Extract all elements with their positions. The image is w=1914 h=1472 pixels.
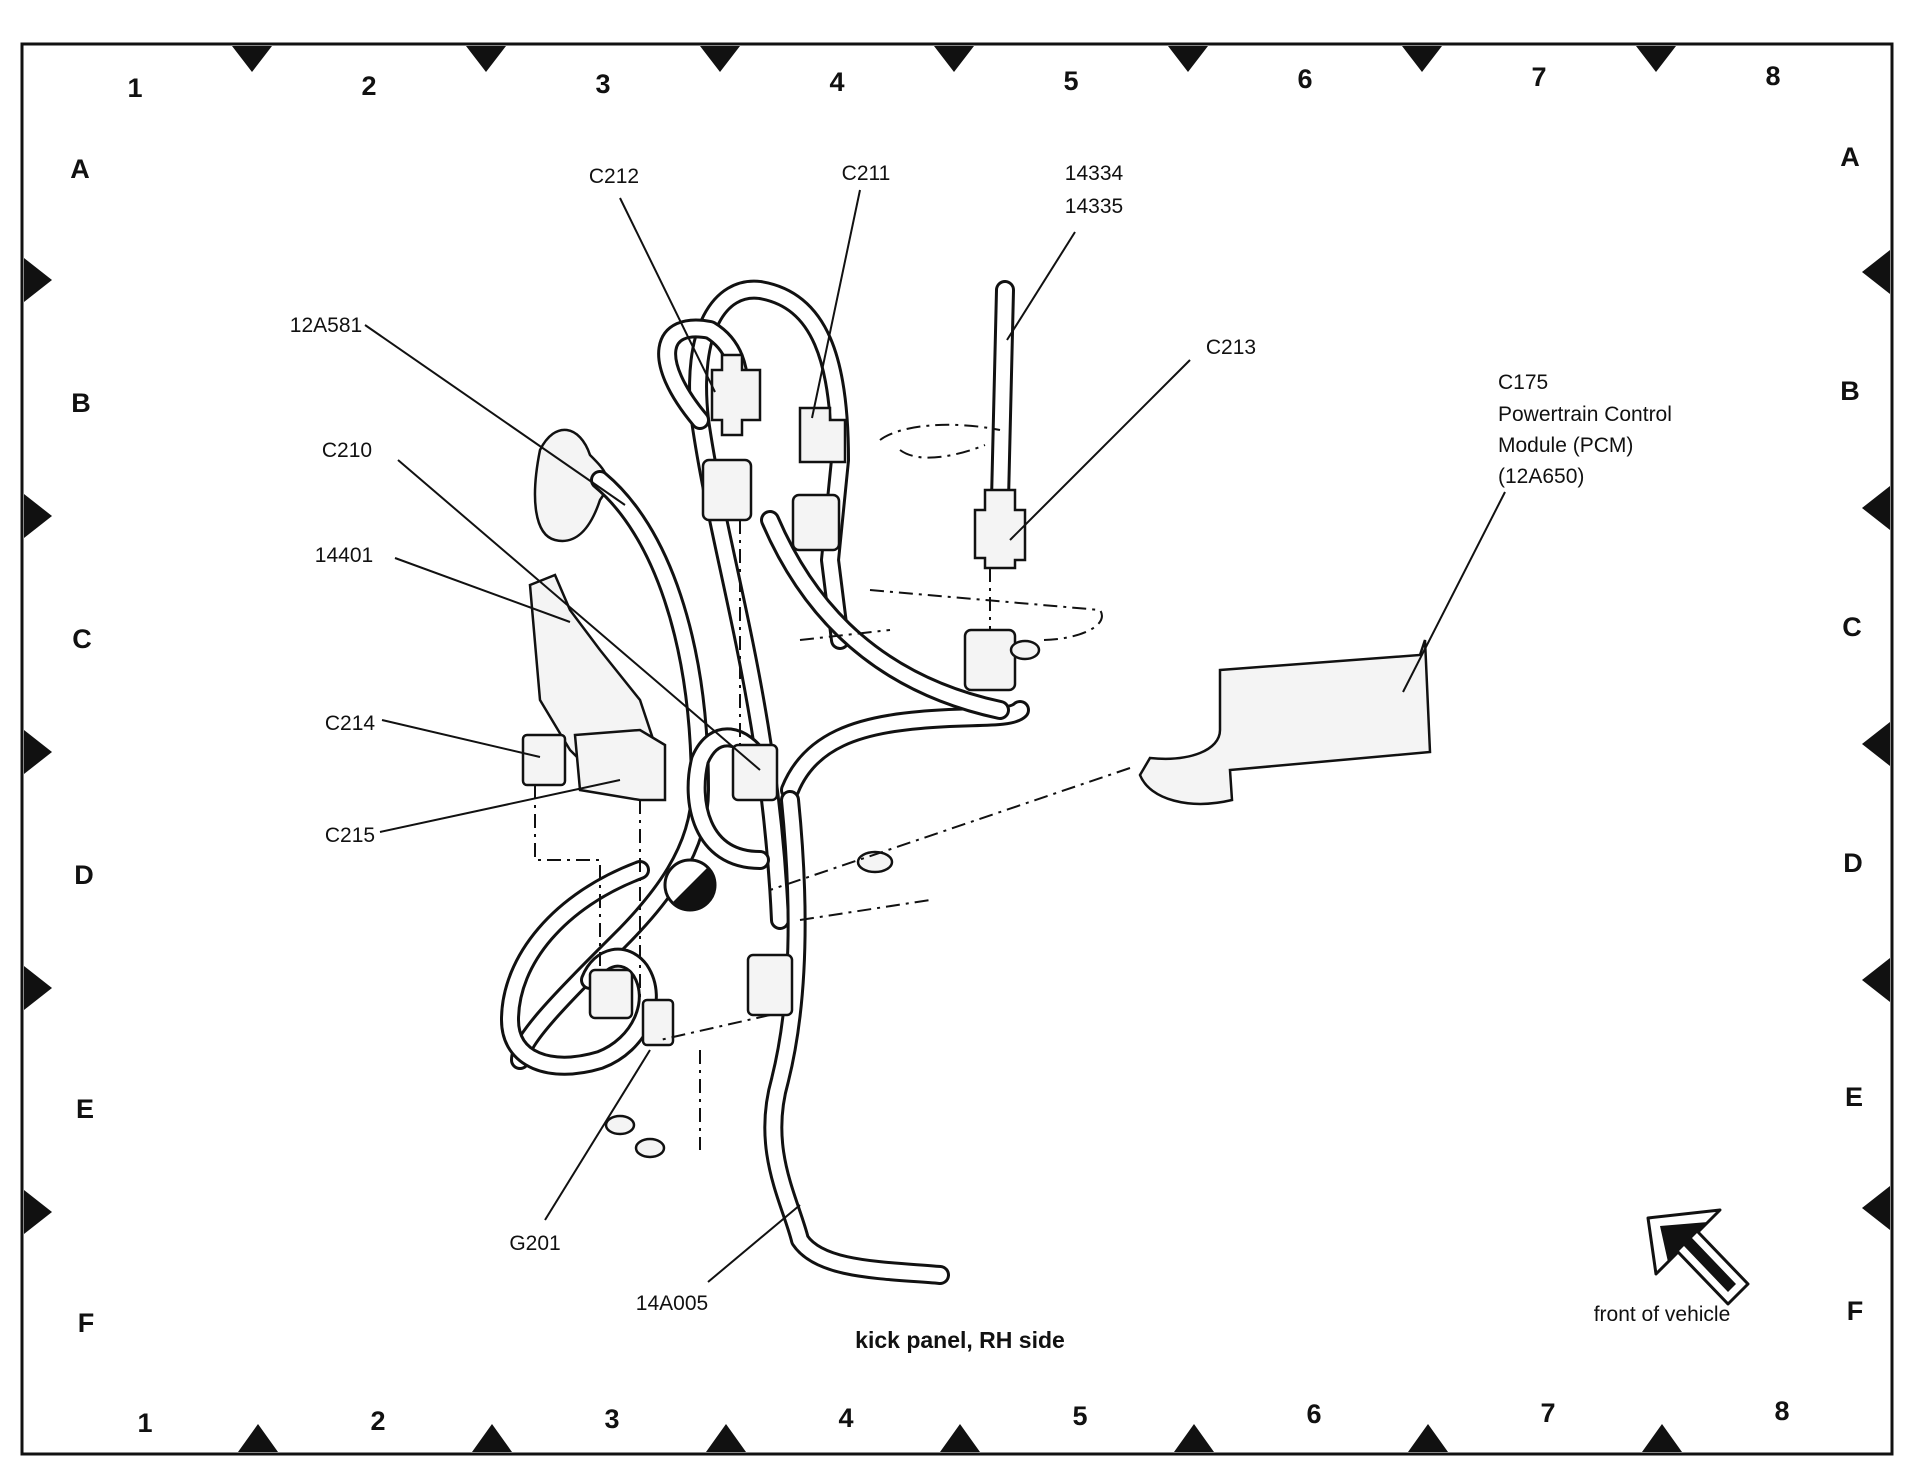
callout-pcm-line2: Module (PCM) [1498, 434, 1633, 457]
column-label: 5 [1063, 66, 1078, 96]
column-label: 7 [1540, 1398, 1555, 1428]
callout-14335: 14335 [1065, 195, 1123, 218]
left-row-labels: A B C D E F [70, 154, 94, 1338]
callout-c212: C212 [589, 165, 639, 188]
column-label: 6 [1306, 1399, 1321, 1429]
row-label: B [71, 388, 91, 418]
callout-pcm-line3: (12A650) [1498, 465, 1584, 488]
diagram-frame [20, 42, 1894, 1456]
connector-lower [641, 998, 675, 1047]
left-border-markers [24, 258, 52, 1234]
column-label: 3 [595, 69, 610, 99]
bottom-column-labels: 1 2 3 4 5 6 7 8 [137, 1396, 1789, 1438]
column-label: 2 [361, 71, 376, 101]
column-label: 5 [1072, 1401, 1087, 1431]
connector-c214 [521, 733, 567, 787]
connector-c211 [798, 406, 847, 464]
clip [634, 1137, 666, 1159]
callout-14401: 14401 [315, 544, 373, 567]
row-label: D [74, 860, 94, 890]
connector-lower [746, 953, 794, 1017]
callout-12a581: 12A581 [290, 314, 362, 337]
connector-c212-mate [701, 458, 753, 522]
callout-pcm-line1: Powertrain Control [1498, 403, 1672, 426]
clip [604, 1114, 636, 1136]
row-label: F [1847, 1296, 1864, 1326]
callout-labels: C212 C211 14334 14335 12A581 C213 C175 P… [290, 162, 1672, 1315]
callout-14334: 14334 [1065, 162, 1124, 185]
row-label: C [72, 624, 92, 654]
leader-lines [364, 189, 1506, 1283]
connector-c211-mate [791, 493, 841, 552]
column-label: 1 [127, 73, 142, 103]
column-label: 6 [1297, 64, 1312, 94]
bottom-border-markers [238, 1424, 1682, 1452]
clip [1009, 639, 1041, 661]
callout-c215: C215 [325, 824, 375, 847]
row-label: A [70, 154, 90, 184]
row-label: D [1843, 848, 1863, 878]
column-label: 4 [829, 67, 844, 97]
connector-c215 [573, 728, 667, 802]
top-column-labels: 1 2 3 4 5 6 7 8 [127, 61, 1780, 103]
connector-lower [588, 968, 634, 1020]
panel-bracket [533, 428, 609, 543]
right-row-labels: A B C D E F [1840, 142, 1863, 1326]
callout-c175: C175 [1498, 371, 1548, 394]
front-of-vehicle-label: front of vehicle [1594, 1303, 1731, 1326]
right-border-markers [1862, 250, 1890, 1230]
column-label: 7 [1531, 62, 1546, 92]
front-of-vehicle-arrow-icon [1646, 1208, 1750, 1306]
row-label: C [1842, 612, 1862, 642]
callout-c213: C213 [1206, 336, 1256, 359]
column-label: 2 [370, 1406, 385, 1436]
column-label: 3 [604, 1404, 619, 1434]
diagram-caption: kick panel, RH side [855, 1327, 1065, 1353]
clip [856, 850, 894, 874]
connector-c210 [731, 743, 779, 802]
column-label: 4 [838, 1403, 853, 1433]
column-label: 1 [137, 1408, 152, 1438]
row-label: E [76, 1094, 94, 1124]
kick-panel-illustration [500, 279, 1432, 1285]
row-label: F [78, 1308, 95, 1338]
row-label: B [1840, 376, 1860, 406]
row-label: E [1845, 1082, 1863, 1112]
callout-14a005: 14A005 [636, 1292, 708, 1315]
connector-c213 [973, 488, 1027, 570]
callout-c211: C211 [842, 162, 891, 185]
column-label: 8 [1765, 61, 1780, 91]
callout-c214: C214 [325, 712, 376, 735]
row-label: A [1840, 142, 1860, 172]
callout-g201: G201 [509, 1232, 560, 1255]
pcm-module [1138, 639, 1432, 806]
ground-symbol-half [672, 867, 716, 911]
column-label: 8 [1774, 1396, 1789, 1426]
top-border-markers [232, 46, 1676, 72]
connector-c213-mate [963, 628, 1017, 692]
connector-c212 [710, 353, 762, 437]
callout-c210: C210 [322, 439, 372, 462]
